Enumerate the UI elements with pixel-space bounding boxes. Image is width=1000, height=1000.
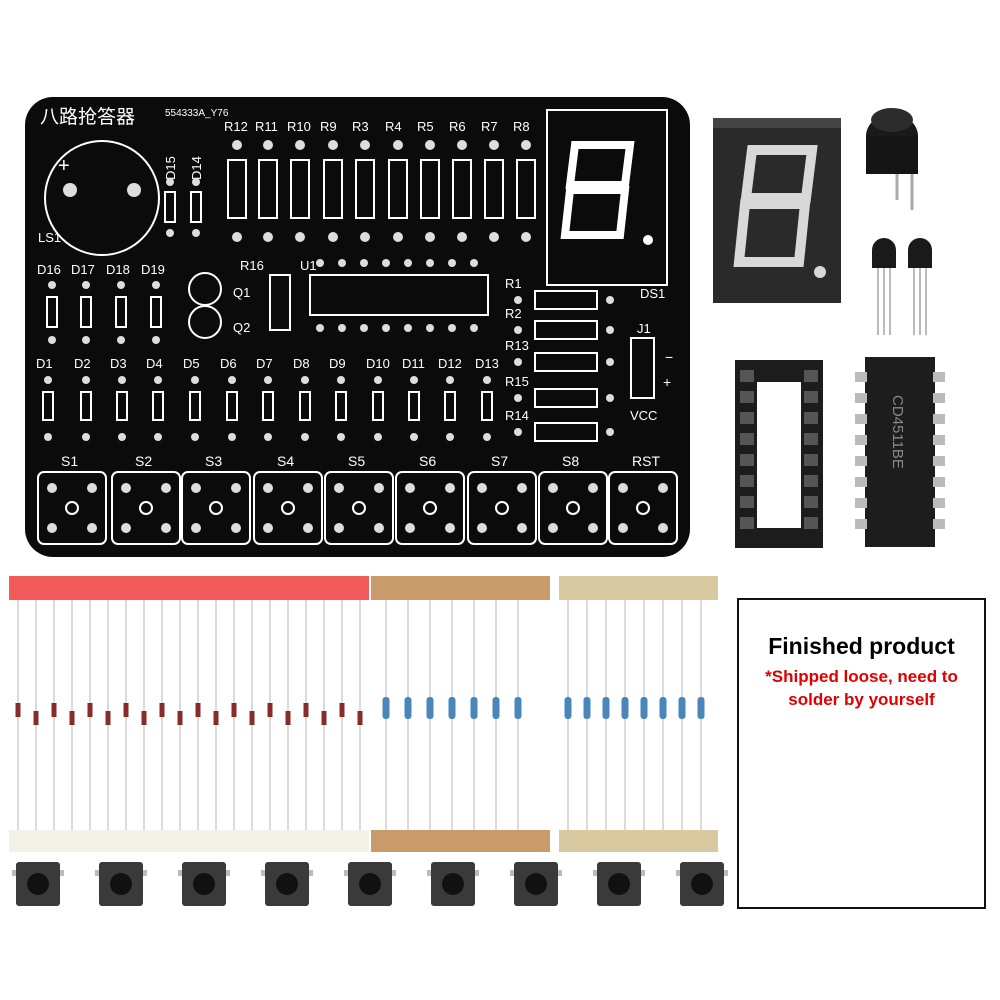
ds1-outline [546, 109, 668, 286]
j1-outline [630, 337, 655, 399]
u1-outline [309, 274, 489, 316]
diode-label: D3 [110, 356, 127, 371]
switch-label: S8 [562, 453, 579, 469]
switch-label: S1 [61, 453, 78, 469]
resistor-label: R13 [505, 338, 529, 353]
diode-label: D7 [256, 356, 273, 371]
ic-socket [735, 360, 823, 548]
red-tape-top [9, 576, 369, 600]
pcb-board: 八路抢答器 554333A_Y76 + LS1 DS1 U1 R16 Q1 Q2… [25, 97, 690, 557]
diode-label: D5 [183, 356, 200, 371]
diode-label: D17 [71, 262, 95, 277]
diode-label: D18 [106, 262, 130, 277]
tan-tape-top [559, 576, 718, 600]
j1-minus: − [665, 349, 673, 365]
diode-label: D2 [74, 356, 91, 371]
resistor-label: R9 [320, 119, 337, 134]
diode-label: D11 [402, 356, 425, 371]
brown-tape-top [371, 576, 550, 600]
j1-plus: + [663, 374, 671, 390]
diode-label: D13 [475, 356, 499, 371]
ds1-label: DS1 [640, 286, 665, 301]
resistor-label: R10 [287, 119, 311, 134]
diode-label: D14 [189, 156, 204, 180]
diode-label: D12 [438, 356, 462, 371]
buzzer [866, 108, 918, 210]
resistor-label: R4 [385, 119, 402, 134]
taped-components [9, 576, 718, 852]
r16-label: R16 [240, 258, 264, 273]
u1-label: U1 [300, 258, 317, 273]
finished-product-title: Finished product [768, 633, 955, 659]
resistor-label: R6 [449, 119, 466, 134]
ls1-label: LS1 [38, 230, 61, 245]
diode-label: D4 [146, 356, 163, 371]
diode-label: D9 [329, 356, 346, 371]
solder-note: solder by yourself [788, 690, 935, 709]
resistor-label: R3 [352, 119, 369, 134]
tan-tape-bottom [559, 830, 718, 852]
switch-label: S6 [419, 453, 436, 469]
diode-label: D19 [141, 262, 165, 277]
diode-label: D10 [366, 356, 390, 371]
brown-tape-bottom [371, 830, 550, 852]
buzzer-outline [44, 140, 160, 256]
diode-label: D1 [36, 356, 53, 371]
switch-label: RST [632, 453, 660, 469]
svg-text:+: + [58, 155, 70, 177]
j1-label: J1 [637, 321, 651, 336]
diode-label: D6 [220, 356, 237, 371]
resistor-label: R1 [505, 276, 522, 291]
white-tape-bottom [9, 830, 369, 852]
ic-chip: CD4511BE [855, 357, 945, 547]
switch-label: S4 [277, 453, 294, 469]
q2-label: Q2 [233, 320, 250, 335]
switch-label: S5 [348, 453, 365, 469]
finished-product-panel: Finished product *Shipped loose, need to… [737, 598, 986, 909]
resistor-label: R12 [224, 119, 248, 134]
pcb-title: 八路抢答器 [40, 106, 135, 128]
seven-segment-display [713, 118, 841, 303]
tactile-switches [12, 862, 728, 906]
switch-label: S2 [135, 453, 152, 469]
shipped-loose-note: *Shipped loose, need to [765, 667, 958, 686]
diode-label: D16 [37, 262, 61, 277]
resistor-label: R5 [417, 119, 434, 134]
diode-label: D8 [293, 356, 310, 371]
resistor-label: R2 [505, 306, 522, 321]
resistor-label: R7 [481, 119, 498, 134]
diode-label: D15 [163, 156, 178, 180]
switch-label: S7 [491, 453, 508, 469]
vcc-label: VCC [630, 408, 657, 423]
pcb-code: 554333A_Y76 [165, 108, 229, 119]
resistor-label: R15 [505, 374, 529, 389]
resistor-label: R8 [513, 119, 530, 134]
resistor-label: R14 [505, 408, 529, 423]
resistor-label: R11 [255, 119, 278, 134]
chip-marking: CD4511BE [889, 395, 906, 469]
switch-label: S3 [205, 453, 222, 469]
q1-label: Q1 [233, 285, 250, 300]
transistors [872, 238, 932, 335]
